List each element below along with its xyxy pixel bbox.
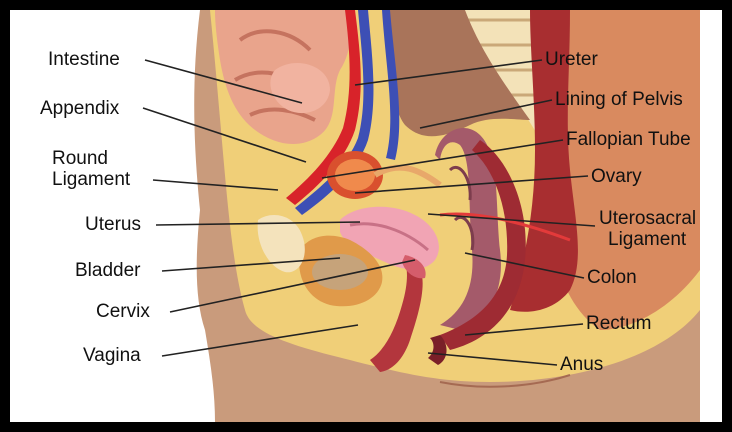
diagram-canvas: Intestine Appendix Round Ligament Uterus… <box>10 10 722 422</box>
label-rectum: Rectum <box>586 313 651 334</box>
label-vagina: Vagina <box>83 345 141 366</box>
label-ovary: Ovary <box>591 166 642 187</box>
label-intestine: Intestine <box>48 49 120 70</box>
label-bladder: Bladder <box>75 260 141 281</box>
label-anus: Anus <box>560 354 603 375</box>
label-uterosacral-line2: Ligament <box>608 229 686 250</box>
label-uterus: Uterus <box>85 214 141 235</box>
label-cervix: Cervix <box>96 301 150 322</box>
label-fallopian-tube: Fallopian Tube <box>566 129 691 150</box>
label-round-ligament-line2: Ligament <box>52 169 130 190</box>
label-ureter: Ureter <box>545 49 598 70</box>
label-round-ligament-line1: Round <box>52 148 108 169</box>
label-lining-of-pelvis: Lining of Pelvis <box>555 89 683 110</box>
label-appendix: Appendix <box>40 98 119 119</box>
label-colon: Colon <box>587 267 637 288</box>
label-uterosacral-line1: Uterosacral <box>599 208 696 229</box>
